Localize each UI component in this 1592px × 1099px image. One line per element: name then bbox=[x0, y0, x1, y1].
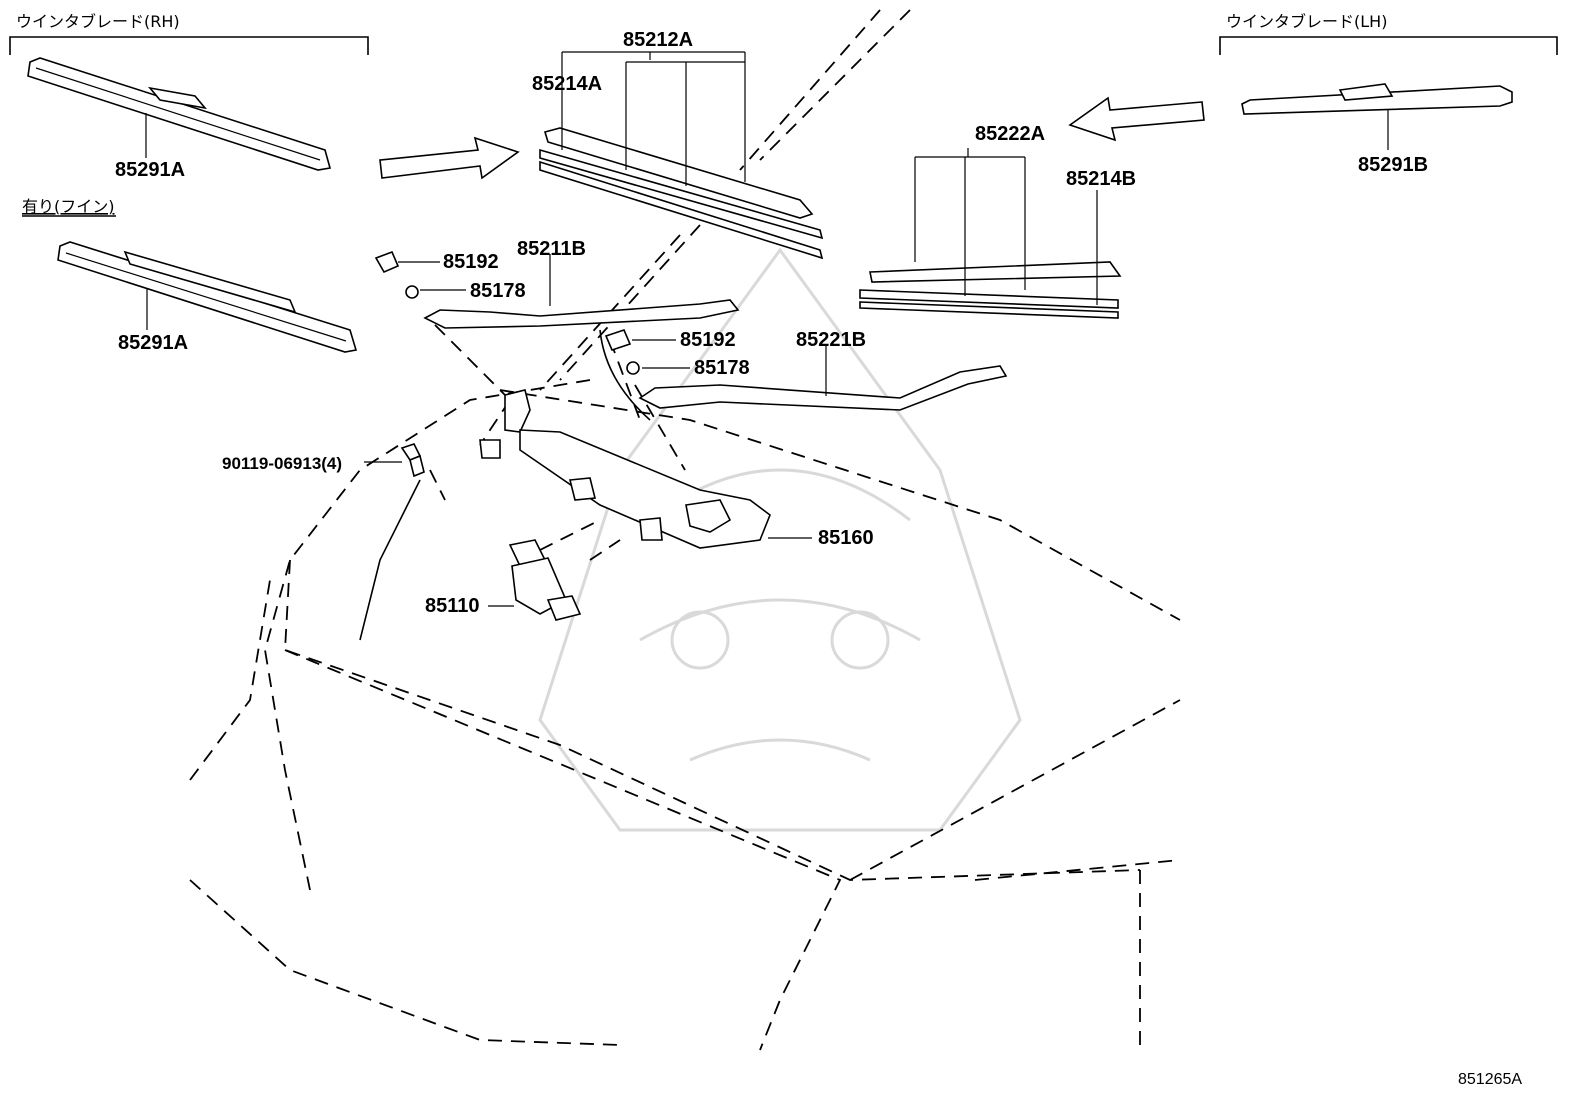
part-85291B: 85291B bbox=[1358, 154, 1428, 176]
part-85110: 85110 bbox=[425, 595, 480, 617]
rh-wiper-arm[interactable]: 85192 85178 85211B bbox=[374, 238, 740, 329]
lh-winter-blade[interactable]: 85291B bbox=[1241, 83, 1513, 176]
diagram-reference: 851265A bbox=[1458, 1071, 1522, 1088]
part-85160: 85160 bbox=[818, 527, 874, 549]
lh-blade-assembly[interactable]: 85222A 85214B bbox=[859, 123, 1136, 319]
part-85291A-fin: 85291A bbox=[118, 332, 188, 354]
part-85214A: 85214A bbox=[532, 73, 602, 95]
rh-fin-blade[interactable]: 85291A bbox=[57, 241, 358, 354]
lh-wiper-arm[interactable]: 85192 85178 85221B bbox=[604, 329, 1008, 411]
part-90119-06913: 90119-06913(4) bbox=[222, 454, 342, 473]
part-85291A-top: 85291A bbox=[115, 159, 185, 181]
lh-blade-header: ウインタブレード(LH) bbox=[1226, 12, 1387, 31]
lh-blade-bracket: ウインタブレード(LH) bbox=[1219, 12, 1558, 55]
rh-winter-blade[interactable]: 85291A bbox=[27, 57, 332, 181]
mounting-bolt[interactable]: 90119-06913(4) bbox=[222, 443, 425, 478]
wiper-motor[interactable]: 85110 bbox=[425, 539, 582, 621]
vehicle-outline bbox=[189, 9, 1181, 1051]
part-85212A: 85212A bbox=[623, 29, 693, 51]
part-85192-lh: 85192 bbox=[680, 329, 736, 351]
wiper-linkage[interactable]: 85160 bbox=[479, 389, 874, 549]
rh-cap-85192 bbox=[374, 250, 400, 274]
part-85222A: 85222A bbox=[975, 123, 1045, 145]
rh-blade-bracket: ウインタブレード(RH) bbox=[9, 12, 369, 55]
part-85221B: 85221B bbox=[796, 329, 866, 351]
rh-blade-header: ウインタブレード(RH) bbox=[16, 12, 180, 31]
lh-cap-85192 bbox=[604, 329, 632, 351]
fin-option-label: 有り(フイン) bbox=[22, 197, 115, 216]
rh-blade-assembly[interactable]: 85212A 85214A bbox=[532, 29, 824, 260]
part-85211B: 85211B bbox=[517, 238, 586, 260]
arrow-left-icon bbox=[1068, 96, 1205, 142]
rh-nut-85178 bbox=[405, 285, 419, 299]
part-85214B: 85214B bbox=[1066, 168, 1136, 190]
arrow-right-icon bbox=[379, 136, 520, 180]
part-85178-lh: 85178 bbox=[694, 357, 750, 379]
part-85178-rh: 85178 bbox=[470, 280, 526, 302]
lh-nut-85178 bbox=[626, 361, 640, 375]
part-85192-rh: 85192 bbox=[443, 251, 499, 273]
